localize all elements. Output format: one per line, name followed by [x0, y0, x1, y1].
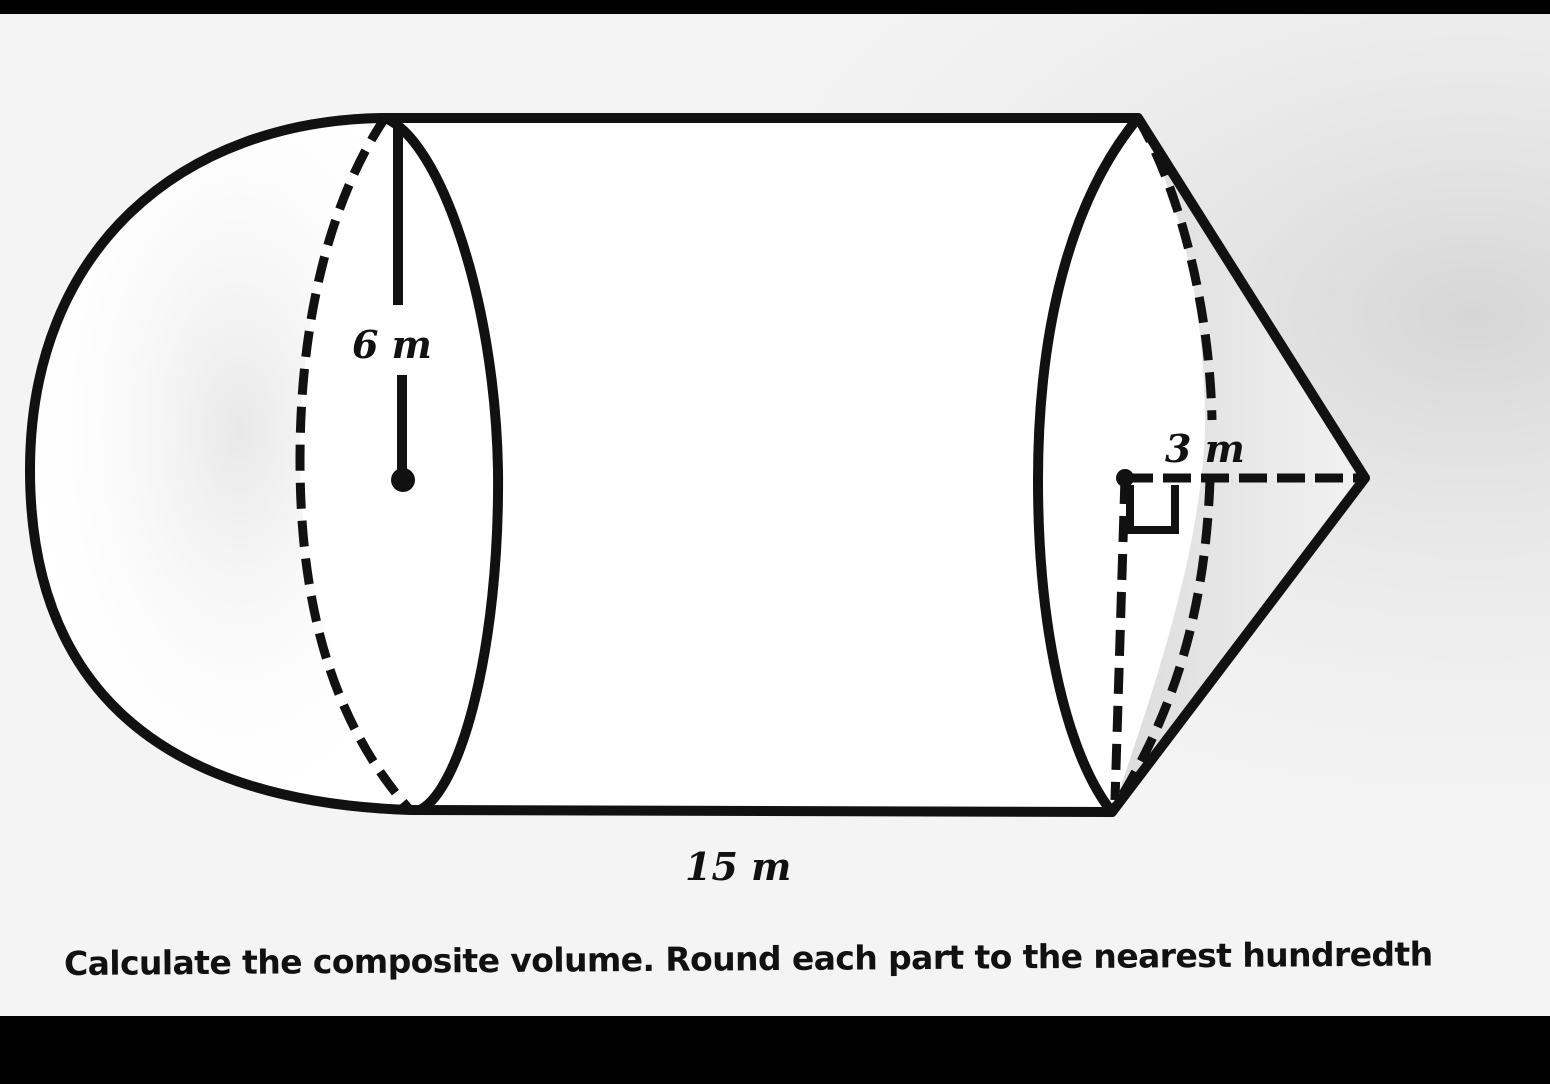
solid-fill: [30, 118, 1365, 812]
cone-height-label: 3 m: [1165, 426, 1245, 471]
cone-radius-line: [1110, 477, 1130, 801]
cylinder-bottom-edge: [409, 805, 1113, 817]
cone-center-dot: [1116, 469, 1134, 487]
scan-border-bottom: [0, 1016, 1550, 1084]
right-angle-marker: [1126, 485, 1179, 534]
hemisphere-outline: [24, 113, 415, 815]
cylinder-length-label: 15 m: [685, 844, 791, 889]
scan-border-top: [0, 0, 1550, 14]
left-base-visible-edge: [380, 113, 504, 815]
right-base-hidden-edge-upper: [1134, 115, 1217, 421]
left-base-hidden-edge: [295, 115, 414, 813]
composite-solid-diagram: 6 m 3 m 15 m: [0, 14, 1550, 1016]
hemisphere-shading: [30, 118, 410, 810]
hemisphere-center-dot: [391, 468, 415, 492]
cone-shading: [1112, 118, 1365, 812]
right-base-edge: [1032, 113, 1143, 817]
hemisphere-radius-label: 6 m: [352, 322, 432, 367]
cone-upper-slant: [1133, 113, 1370, 483]
cone-lower-slant: [1107, 473, 1370, 817]
worksheet: 6 m 3 m 15 m Calculate the composite vol…: [0, 14, 1550, 1016]
